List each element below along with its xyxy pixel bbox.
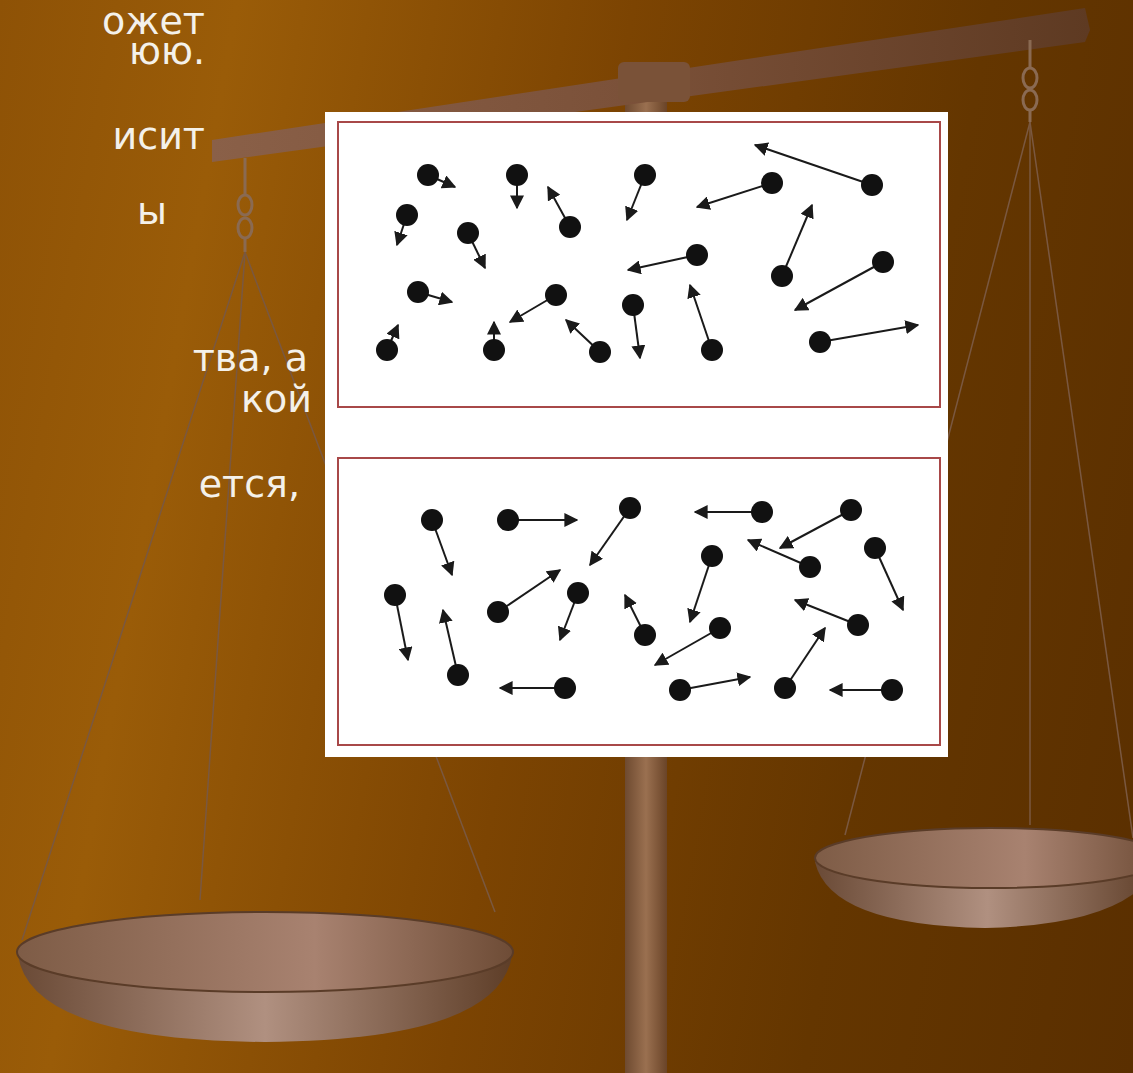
velocity-arrow (795, 262, 883, 310)
molecule (589, 341, 611, 363)
molecule (669, 679, 691, 701)
slide-text: ется, (199, 463, 300, 507)
molecule (774, 677, 796, 699)
molecule (407, 281, 429, 303)
right-pan-rim (815, 828, 1133, 888)
molecule (554, 677, 576, 699)
molecule (840, 499, 862, 521)
left-hanger (238, 158, 252, 252)
velocity-arrow (820, 325, 918, 342)
scale-pivot (618, 62, 690, 102)
molecule (447, 664, 469, 686)
molecule (864, 537, 886, 559)
molecule (559, 216, 581, 238)
molecule (497, 509, 519, 531)
molecule (771, 265, 793, 287)
molecule (421, 509, 443, 531)
molecule (701, 339, 723, 361)
molecule (567, 582, 589, 604)
molecule (709, 617, 731, 639)
molecule (384, 584, 406, 606)
gas-vessel (338, 458, 940, 745)
molecule (622, 294, 644, 316)
molecule (457, 222, 479, 244)
molecule (619, 497, 641, 519)
molecule (545, 284, 567, 306)
slide-text: исит (113, 115, 205, 159)
slide-text: тва, а (193, 337, 308, 381)
molecule (751, 501, 773, 523)
molecule (701, 545, 723, 567)
picture-panel (325, 112, 948, 757)
molecule (881, 679, 903, 701)
molecule (872, 251, 894, 273)
velocity-arrow (782, 205, 812, 276)
gas-vessel (338, 122, 940, 407)
left-pan-rim (17, 912, 513, 992)
velocity-arrow (498, 570, 560, 612)
molecule (376, 339, 398, 361)
molecule (761, 172, 783, 194)
molecule (861, 174, 883, 196)
molecule (483, 339, 505, 361)
velocity-arrow (780, 510, 851, 548)
molecule (396, 204, 418, 226)
velocity-arrow (697, 183, 772, 207)
molecule (634, 624, 656, 646)
slide-text: ы (137, 190, 167, 234)
velocity-arrow (655, 628, 720, 665)
molecule (809, 331, 831, 353)
right-hanger (1023, 40, 1037, 122)
molecule (634, 164, 656, 186)
molecule (686, 244, 708, 266)
slide-text: кой (241, 378, 312, 422)
molecule (417, 164, 439, 186)
molecule (799, 556, 821, 578)
molecule (506, 164, 528, 186)
molecule (847, 614, 869, 636)
slide-text: юю. (129, 30, 205, 74)
molecule (487, 601, 509, 623)
